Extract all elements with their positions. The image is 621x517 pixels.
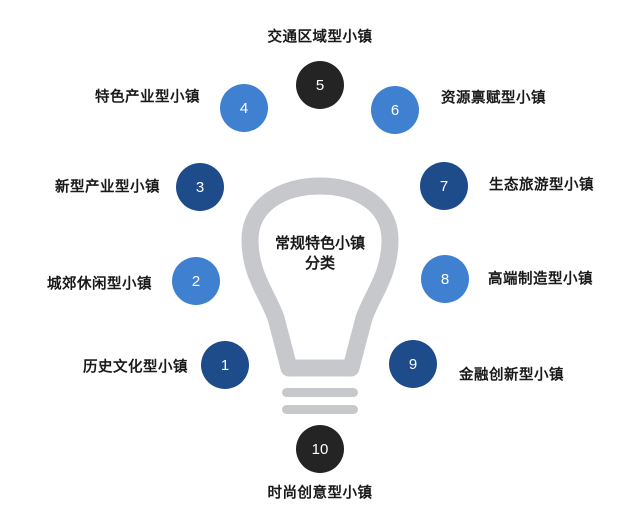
- center-title: 常规特色小镇 分类: [274, 234, 366, 272]
- node-2-label: 城郊休闲型小镇: [47, 276, 152, 293]
- node-5-circle: 5: [296, 61, 344, 109]
- node-10-label: 时尚创意型小镇: [267, 485, 373, 502]
- node-8-circle: 8: [421, 255, 469, 303]
- node-1-circle: 1: [201, 341, 249, 389]
- node-7-circle: 7: [420, 162, 468, 210]
- node-8-label: 高端制造型小镇: [488, 271, 593, 288]
- node-5-label: 交通区域型小镇: [267, 29, 373, 46]
- node-7-label: 生态旅游型小镇: [489, 177, 594, 194]
- node-4-circle: 4: [220, 84, 268, 132]
- node-4-label: 特色产业型小镇: [95, 89, 200, 106]
- bulb-base-bar-1: [282, 388, 358, 397]
- bulb-base-bar-2: [282, 405, 358, 414]
- node-10-circle: 10: [296, 425, 344, 473]
- node-9-circle: 9: [389, 340, 437, 388]
- node-3-label: 新型产业型小镇: [55, 179, 160, 196]
- node-9-label: 金融创新型小镇: [459, 367, 564, 384]
- node-6-circle: 6: [371, 86, 419, 134]
- node-1-label: 历史文化型小镇: [83, 359, 188, 376]
- node-6-label: 资源禀赋型小镇: [441, 90, 546, 107]
- node-3-circle: 3: [176, 163, 224, 211]
- node-2-circle: 2: [172, 257, 220, 305]
